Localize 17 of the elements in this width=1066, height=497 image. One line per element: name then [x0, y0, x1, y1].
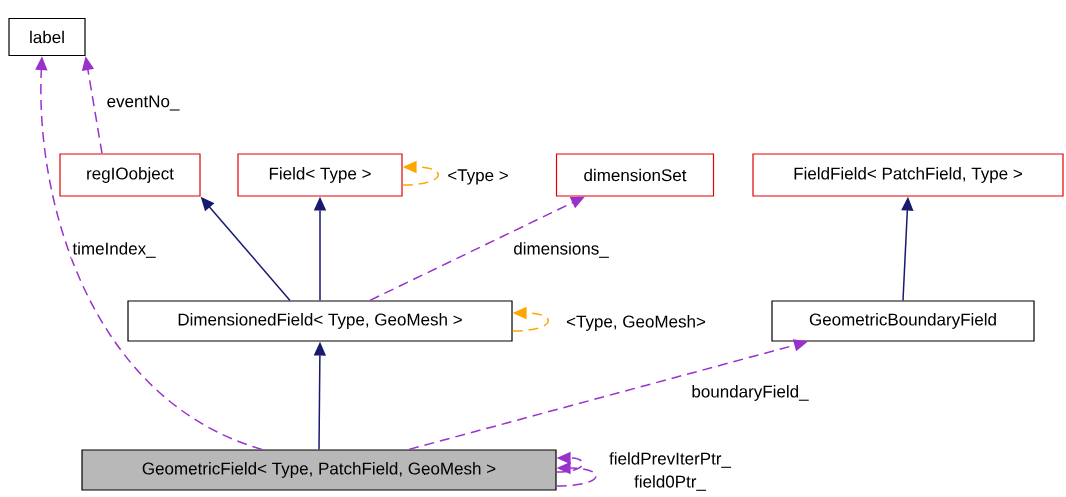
edge-label: dimensions_ — [512, 241, 610, 259]
edge-label: <Type, GeoMesh> — [565, 314, 707, 332]
class-box: regIOobject — [59, 153, 201, 197]
class-box: GeometricBoundaryField — [771, 300, 1035, 342]
edge-label: timeIndex_ — [71, 241, 157, 259]
edge-label: boundaryField_ — [690, 384, 810, 402]
edge-label: eventNo_ — [105, 94, 181, 112]
class-box: label — [8, 17, 86, 57]
class-box: dimensionSet — [555, 153, 715, 197]
class-box: DimensionedField< Type, GeoMesh > — [127, 300, 513, 342]
class-box: GeometricField< Type, PatchField, GeoMesh > — [81, 449, 557, 491]
arrow — [369, 196, 585, 302]
class-box: FieldField< PatchField, Type > — [752, 153, 1064, 197]
edge-label: field0Ptr_ — [633, 474, 707, 492]
edge-label: fieldPrevIterPtr_ — [608, 451, 732, 469]
edge-label: <Type > — [446, 168, 510, 186]
class-box: Field< Type > — [237, 153, 403, 197]
